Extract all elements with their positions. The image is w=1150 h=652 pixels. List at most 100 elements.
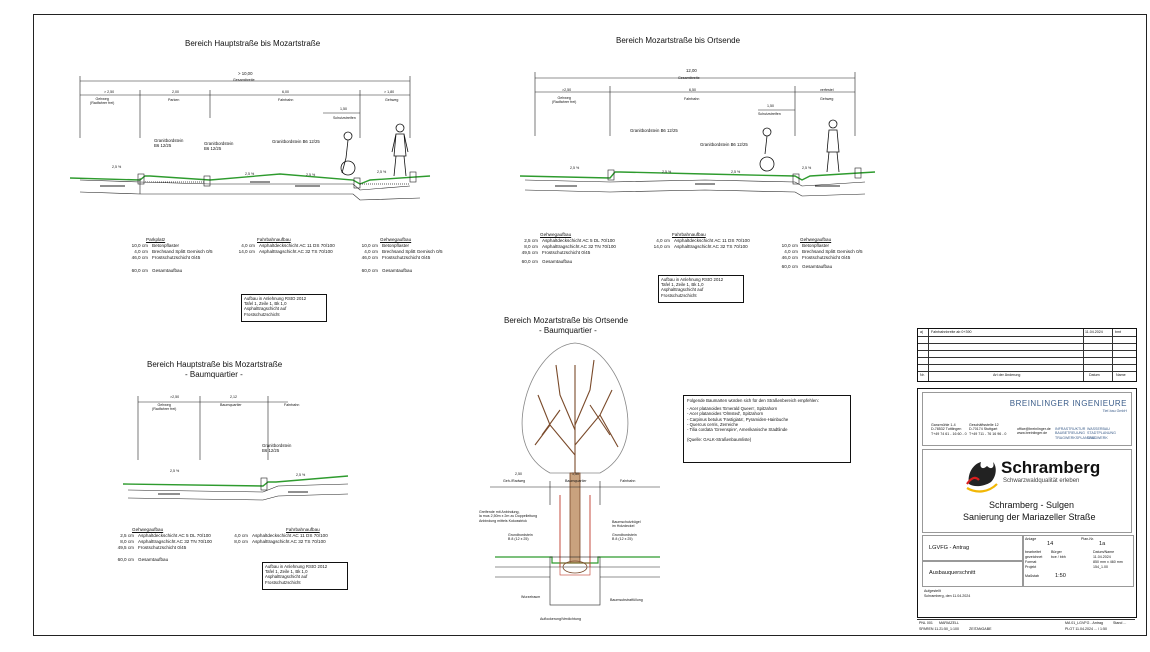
species-item: - Acer platanoides 'Emerald Queen', Spit… <box>687 406 778 412</box>
anlage-label: Anlage <box>1025 537 1037 541</box>
s2-schutz-label: Schutzstreifen <box>758 112 781 116</box>
s2-label-0: Gehweg (Radfahrer frei) <box>552 96 577 105</box>
s2-slope-2: 2,5 % <box>731 170 741 174</box>
s1-schutz-label: Schutzstreifen <box>333 116 356 120</box>
footer-text: ZEITANGABE <box>969 627 992 631</box>
s2-slope-0: 2,5 % <box>570 166 580 170</box>
s4-label-left-0: Greifende mit Anbindung, la mus 2,50m x … <box>479 510 538 523</box>
aufgestellt-value: Schramberg, den 11.04.2024 <box>924 594 971 598</box>
s1-label-3: Gehweg <box>385 98 399 102</box>
s2-note-box: Aufbau in Anlehnung RStO 2012 Tafel 1, Z… <box>658 275 744 303</box>
contact-col: WASSERBAU STADTPLANUNG TRAGWERK <box>1087 427 1116 440</box>
s3-dim-0: >2,50 <box>170 395 180 399</box>
rev-header-date: Datum <box>1089 373 1100 377</box>
cyclist-figure <box>340 131 356 176</box>
s4-label-0: Geh-/Radweg <box>503 479 526 483</box>
meta-label: bearbeitet <box>1025 550 1041 554</box>
company-sub: Tief-bau GmbH <box>1102 409 1127 413</box>
title-block: BREINLINGER INGENIEURE Tief-bau GmbH Gan… <box>917 388 1137 618</box>
schramberg-logo-icon <box>966 462 998 493</box>
footer-text: MARIAZELL <box>939 621 959 625</box>
pedestrian-figure-2 <box>826 119 840 173</box>
s2-slope-3: 2,5 % <box>802 166 812 170</box>
s1-label-0: Gehweg (Radfahrer frei) <box>90 97 115 106</box>
footer-text: 1:50_1:100 <box>941 627 959 631</box>
s4-label-2: Fahrbahn <box>620 479 636 483</box>
s1-dim-3: > 1,80 <box>384 90 395 94</box>
species-item: - Carpinus betulus 'Fastigiata', Pyramid… <box>687 416 789 422</box>
rev-nr: a) <box>920 330 924 334</box>
s2-label-1: Fahrbahn <box>684 97 700 101</box>
section1-cross-section <box>69 76 431 201</box>
rev-desc: Fahrbahnbreite ab 0+390 <box>931 330 972 334</box>
s4-dim-0: 2,50 <box>515 472 522 476</box>
meta-value: bce / bbh <box>1051 555 1066 559</box>
section2-cross-section <box>519 72 876 197</box>
s4-dim-1: 1,50 <box>572 472 579 476</box>
s2-dim-2: verfestel <box>820 88 834 92</box>
s3-note-box: Aufbau in Anlehnung RStO 2012 Tafel 1, Z… <box>262 562 348 590</box>
s2-label-2: Gehweg <box>820 97 834 101</box>
footer-text: SPAREN 11.2 <box>919 627 942 631</box>
drawing-frame <box>33 14 1147 636</box>
scale-value: 1:50 <box>1055 573 1066 579</box>
species-intro: Folgende Baumarten würden sich für den S… <box>687 398 819 403</box>
rev-header-nr: Nr. <box>920 373 925 377</box>
s3-slope-0: 2,5 % <box>170 469 180 473</box>
s1-slope-3: 2,5 % <box>377 170 387 174</box>
contact-col: INFRASTRUKTUR BAUBETREUUNG TRAGWERKSPLAN… <box>1055 427 1096 440</box>
species-item: - Quercus cerris, Zerreiche <box>687 421 739 427</box>
plan-meta: Anlage 14 Plan-Nr. 1a bearbeitet Bürger … <box>1022 535 1134 587</box>
phase-label: LGVFG - Antrag <box>929 545 970 551</box>
scale-label: Maßstab <box>1025 574 1039 578</box>
section1-title: Bereich Hauptstraße bis Mozartstraße <box>185 39 321 48</box>
meta-label: Format <box>1025 560 1037 564</box>
s2-total-dim: 12,00 <box>686 68 697 73</box>
s3-slope-1: 2,5 % <box>296 473 306 477</box>
client-panel: Schramberg Schwarzwaldqualität erleben S… <box>922 449 1132 533</box>
footer-text: Stand ... <box>1113 621 1127 625</box>
rev-name: bmt <box>1115 330 1121 334</box>
s1-total-dim: > 10,00 <box>238 71 253 76</box>
plan-title: Ausbauquerschnitt <box>929 570 976 576</box>
meta-value: 154_1.00 <box>1093 565 1108 569</box>
meta-value: 850 mm x 460 mm <box>1093 560 1123 564</box>
s3-label-1: Baumquartier <box>220 403 242 407</box>
rev-header-name: Name <box>1116 373 1126 377</box>
s3-label-2: Fahrbahn <box>284 403 300 407</box>
section2-title: Bereich Mozartstraße bis Ortsende <box>616 36 741 45</box>
section4-subtitle: - Baumquartier - <box>539 326 597 335</box>
s1-schutz-dim: 1,50 <box>340 107 347 111</box>
s2-curb1: Granitbordstein B6 12/25 <box>630 128 678 133</box>
s4-label-right-0: Baumschutzbügel im Holzdeckel <box>612 520 641 529</box>
s2-dim-0: >2,50 <box>562 88 572 92</box>
company-name: BREINLINGER INGENIEURE <box>1009 399 1127 408</box>
meta-value: Bürger <box>1051 550 1062 554</box>
s1-total-label: Gesamtbreite <box>233 78 255 82</box>
pedestrian-figure <box>391 123 409 177</box>
s3-dim-1: 2,12 <box>230 395 237 399</box>
client-name: Schramberg <box>1001 458 1101 477</box>
plan-nr-value: 1a <box>1099 541 1106 547</box>
contact-col: Ganzmühle 1-4 D-78532 Tuttlingen T+49 74… <box>931 423 967 436</box>
s1-curb3: Granitbordstein B6 12/25 <box>272 139 320 144</box>
s1-dim-1: 2,00 <box>172 90 179 94</box>
s4-label-left-1: Grundbordstein B 8 (12 x 25) <box>508 533 533 542</box>
footer-text: PLOT 11.04.2024 ... / 1:50 <box>1065 627 1108 631</box>
rev-date: 11.04.2024 <box>1085 330 1103 334</box>
s1-label-1: Parken <box>168 98 180 102</box>
section4-title: Bereich Mozartstraße bis Ortsende <box>504 316 629 325</box>
s1-slope-1: 2,5 % <box>245 172 255 176</box>
footer-text: PNL 001 <box>919 621 933 625</box>
section3-cross-section <box>122 396 349 501</box>
cyclist-figure-2 <box>759 127 775 172</box>
tree-diagram <box>490 342 660 606</box>
company-panel: BREINLINGER INGENIEURE Tief-bau GmbH Gan… <box>922 392 1132 446</box>
